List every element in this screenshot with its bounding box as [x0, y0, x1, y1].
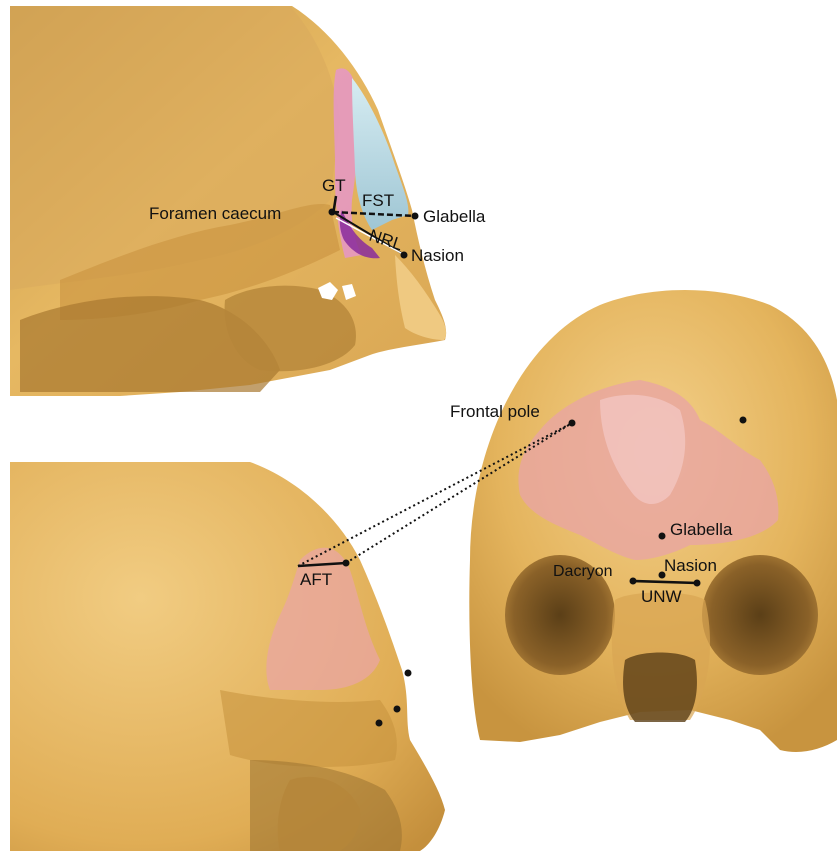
lateral-brow-shadow: [220, 690, 397, 767]
glabella-label: Glabella: [423, 207, 486, 226]
nasion-marker: [401, 252, 408, 259]
aft-label: AFT: [300, 570, 332, 589]
dacryon-label: Dacryon: [553, 563, 613, 580]
frontal-view-panel: Frontal pole Glabella Nasion Dacryon UNW: [450, 290, 837, 752]
gt-label: GT: [322, 176, 346, 195]
sagittal-section-panel: GT FST NRL Foramen caecum Glabella Nasio…: [10, 6, 486, 396]
lateral-nasion-inner-marker: [376, 720, 383, 727]
dacryon-right-marker: [694, 580, 701, 587]
lateral-nasion-marker: [394, 706, 401, 713]
glabella-marker: [412, 213, 419, 220]
glabella-label: Glabella: [670, 520, 733, 539]
frontal-pole-right-marker: [740, 417, 747, 424]
frontal-pole-label: Frontal pole: [450, 402, 540, 421]
nasion-label: Nasion: [664, 556, 717, 575]
unw-label: UNW: [641, 587, 682, 606]
fst-label: FST: [362, 191, 394, 210]
dacryon-left-marker: [630, 578, 637, 585]
right-orbit: [702, 555, 818, 675]
glabella-marker: [659, 533, 666, 540]
lateral-view-panel: AFT: [10, 462, 445, 851]
foramen-caecum-label: Foramen caecum: [149, 204, 281, 223]
nasion-label: Nasion: [411, 246, 464, 265]
lateral-glabella-marker: [405, 670, 412, 677]
nasal-cavity: [623, 653, 697, 723]
foramen-caecum-marker: [329, 209, 336, 216]
